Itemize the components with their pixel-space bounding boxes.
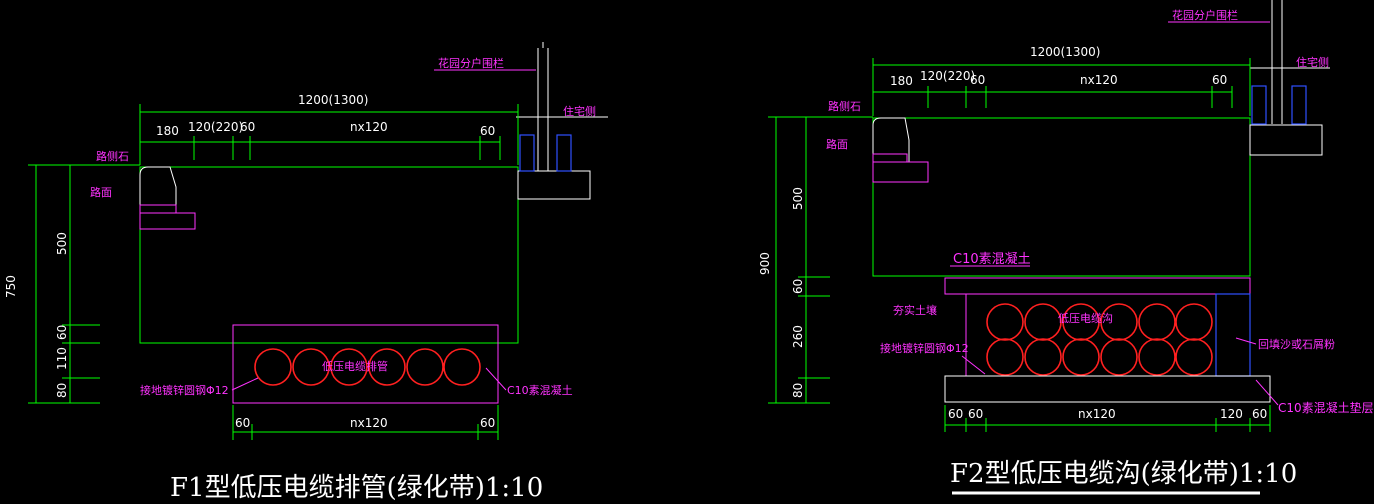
f2-title: F2型低压电缆沟(绿化带)1:10 [950, 459, 1297, 489]
f1-label-fence: 花园分户围栏 [438, 56, 504, 70]
f2-slab [944, 277, 1251, 295]
f1-label-ground: 接地镀锌圆钢Φ12 [140, 383, 229, 397]
f1-dim-height-a: 500 [55, 232, 69, 255]
f2-dim-e: 60 [1212, 73, 1227, 87]
f2-cushion [944, 375, 1271, 403]
f1-dim-bottom-a: 60 [235, 416, 250, 430]
f1-dim-b: 120(220) [188, 120, 243, 134]
f2-curb [872, 117, 929, 183]
f2-dim-bottom-c: nx120 [1078, 407, 1116, 421]
f2-dim-height-c: 260 [791, 325, 805, 348]
f2-label-backfill: 回填沙或石屑粉 [1258, 337, 1335, 351]
f2-dim-b: 120(220) [920, 69, 975, 83]
f2-dim-height-d: 80 [791, 383, 805, 398]
f1-footing [517, 170, 591, 200]
f1-label-concrete: C10素混凝土 [507, 383, 573, 397]
f1-duct-bank [232, 324, 499, 404]
f1-label-pipes: 低压电缆排管 [322, 359, 388, 373]
f2-section: 1200(1300) 180 120(220) 60 nx120 60 900 … [758, 0, 1374, 495]
f1-fence-base-l [519, 134, 535, 172]
f1-dim-total: 1200(1300) [298, 93, 368, 107]
f1-dim-c: 60 [240, 120, 255, 134]
f2-bottom-dims [944, 405, 1271, 432]
f1-label-curb: 路侧石 [96, 150, 129, 163]
f1-dim-a: 180 [156, 124, 179, 138]
f2-fence-base-l [1251, 85, 1267, 125]
f1-dim-height-c: 110 [55, 347, 69, 370]
f2-label-road: 路面 [826, 138, 848, 151]
f2-top-dims [872, 58, 1251, 116]
f1-dim-height-d: 80 [55, 383, 69, 398]
f2-dim-height-b: 60 [791, 279, 805, 294]
f1-pipes [254, 348, 481, 386]
f1-left-dims [28, 164, 140, 404]
f2-label-trench: 低压电缆沟 [1058, 312, 1113, 325]
f1-dim-height-total: 750 [4, 275, 18, 298]
f1-dim-height-b: 60 [55, 325, 69, 340]
f2-label-cushion: C10素混凝土垫层 [1278, 400, 1374, 415]
f2-dim-d: nx120 [1080, 73, 1118, 87]
f2-backfill [1215, 293, 1251, 377]
f2-pipes [986, 303, 1213, 376]
f1-fence-base-r [556, 134, 572, 172]
f2-footing [1249, 124, 1323, 156]
f2-dim-bottom-b: 60 [968, 407, 983, 421]
f2-label-slab: C10素混凝土 [953, 251, 1031, 267]
f2-dim-bottom-d: 120 [1220, 407, 1243, 421]
f1-top-dims [139, 104, 519, 165]
f2-dim-a: 180 [890, 74, 913, 88]
f1-label-residence: 住宅侧 [563, 104, 596, 118]
f1-dim-bottom-b: nx120 [350, 416, 388, 430]
f2-label-residence: 住宅侧 [1296, 55, 1329, 69]
f1-label-road: 路面 [90, 186, 112, 199]
f2-label-fence: 花园分户围栏 [1172, 8, 1238, 22]
f1-planting-bed [139, 166, 519, 344]
f2-label-soil: 夯实土壤 [893, 303, 937, 317]
f2-dim-height-a: 500 [791, 187, 805, 210]
f1-fence-post [516, 42, 608, 171]
f2-dim-bottom-a: 60 [948, 407, 963, 421]
f2-fence-base-r [1291, 85, 1307, 125]
f2-dim-total: 1200(1300) [1030, 45, 1100, 59]
f2-label-ground: 接地镀锌圆钢Φ12 [880, 341, 969, 355]
f1-dim-d: nx120 [350, 120, 388, 134]
f2-dim-height-total: 900 [758, 252, 772, 275]
f1-section: 1200(1300) 180 120(220) 60 nx120 60 750 … [4, 42, 608, 503]
f2-planting-bed [872, 117, 1251, 277]
f2-fence-post [1250, 0, 1330, 124]
f1-title: F1型低压电缆排管(绿化带)1:10 [170, 473, 543, 503]
f1-curb [139, 166, 196, 230]
f1-dim-e: 60 [480, 124, 495, 138]
f2-dim-c: 60 [970, 73, 985, 87]
f1-dim-bottom-c: 60 [480, 416, 495, 430]
f2-left-dims [768, 116, 873, 404]
f2-dim-bottom-e: 60 [1252, 407, 1267, 421]
f2-label-curb: 路侧石 [828, 100, 861, 113]
f1-bottom-dims [232, 405, 499, 440]
